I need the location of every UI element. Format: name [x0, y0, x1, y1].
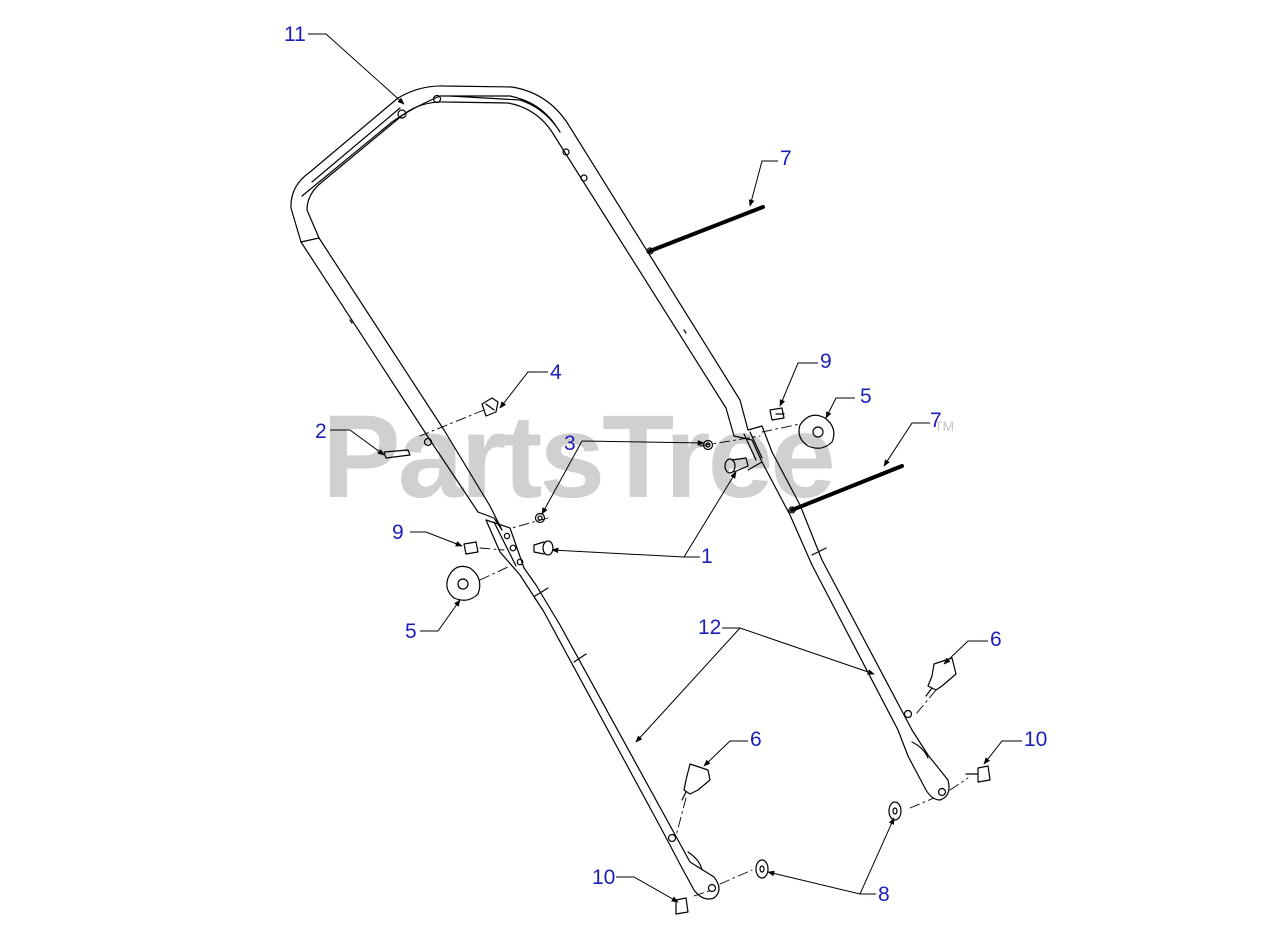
callout-1: 1 — [701, 545, 713, 568]
callout-9-left: 9 — [392, 521, 404, 544]
callout-4: 4 — [550, 361, 562, 384]
pin-2 — [383, 449, 411, 459]
bolt-10b — [675, 897, 689, 915]
large-knob-5a — [798, 414, 835, 449]
washer-8a — [888, 801, 902, 821]
cable-tie-7b — [790, 464, 904, 512]
watermark-trademark: TM — [934, 418, 955, 434]
cable-tie-7a — [648, 205, 765, 253]
bolt-9b — [463, 541, 479, 555]
knob-6a — [925, 657, 957, 697]
upper-handle — [290, 85, 773, 531]
bolt-1b — [533, 540, 554, 556]
knob-6b — [681, 763, 711, 801]
nut-3b — [534, 512, 546, 524]
small-knob-4 — [481, 397, 499, 417]
callout-6-left: 6 — [750, 728, 762, 751]
callout-10-bottom: 10 — [592, 866, 616, 889]
watermark-logo: PartsTree — [322, 391, 836, 523]
callout-5-left: 5 — [405, 620, 417, 643]
lower-handle-right — [761, 451, 950, 801]
bolt-10a — [965, 765, 991, 783]
callout-3: 3 — [564, 432, 576, 455]
callout-12: 12 — [698, 616, 722, 639]
callout-7-right: 7 — [930, 409, 942, 432]
callout-7-top: 7 — [780, 147, 792, 170]
callout-5-right: 5 — [860, 385, 872, 408]
bolt-9a — [769, 407, 785, 421]
callout-10-right: 10 — [1024, 728, 1048, 751]
leader-lines — [308, 33, 1022, 903]
bolt-1a — [724, 457, 749, 474]
callout-6-right: 6 — [990, 628, 1002, 651]
washer-8b — [755, 859, 769, 879]
callout-9-right: 9 — [820, 350, 832, 373]
lower-handle-left — [485, 519, 720, 900]
callout-8: 8 — [878, 883, 890, 906]
large-knob-5b — [446, 565, 481, 601]
callout-11: 11 — [284, 23, 306, 46]
callout-2: 2 — [315, 420, 327, 443]
assembly-lines — [419, 409, 969, 897]
